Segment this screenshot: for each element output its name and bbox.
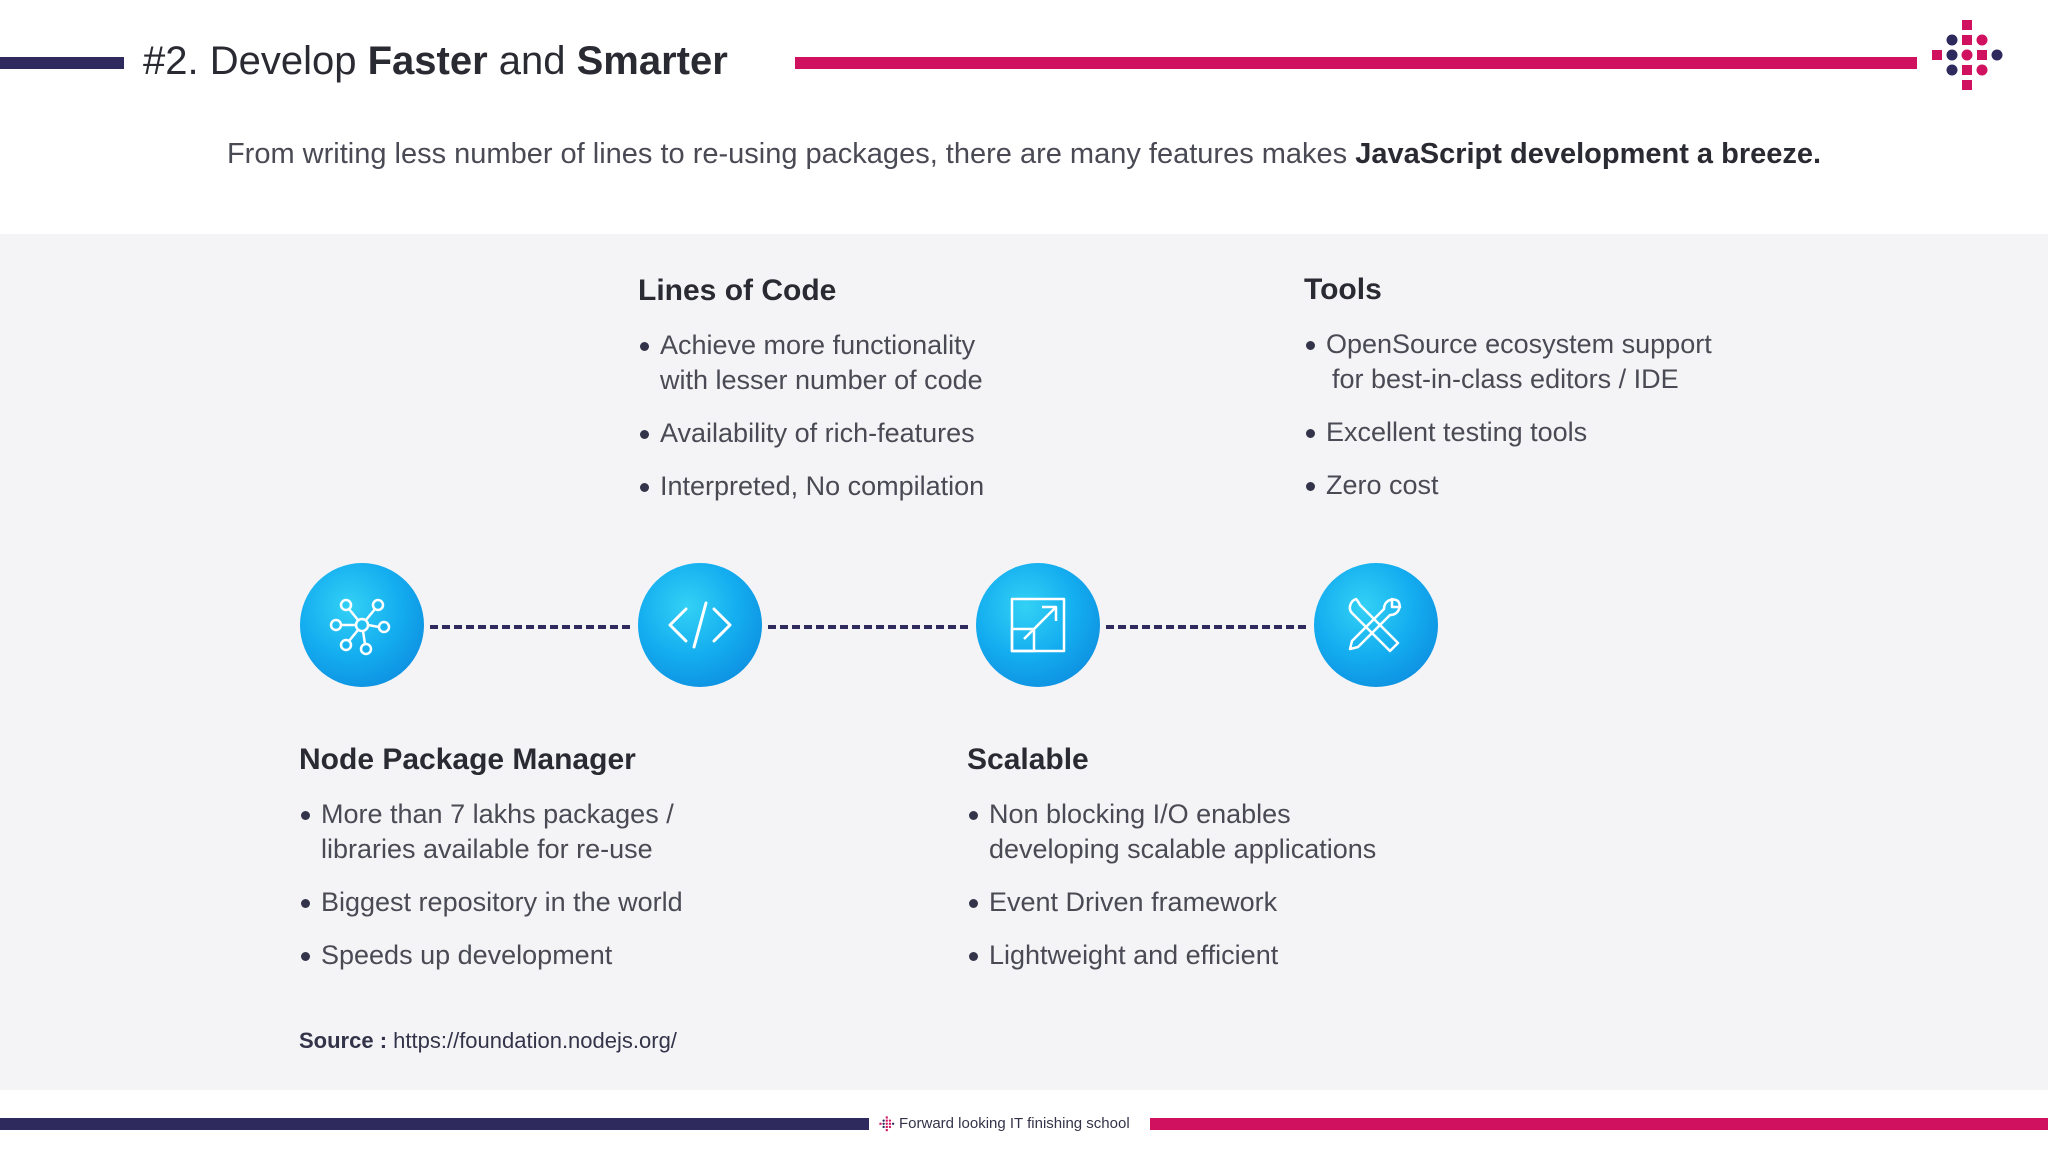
- code-circle: [638, 563, 762, 687]
- list-item: Availability of rich-features: [638, 416, 1198, 451]
- timeline-connector: [1106, 625, 1306, 629]
- list-item: Speeds up development: [299, 938, 859, 973]
- network-nodes-icon: [329, 598, 391, 656]
- header-left-bar: [0, 57, 124, 69]
- scalable-circle: [976, 563, 1100, 687]
- footer-tagline: Forward looking IT finishing school: [879, 1114, 1130, 1134]
- footer-text: Forward looking IT finishing school: [899, 1115, 1130, 1132]
- list-item: Excellent testing tools: [1304, 415, 1864, 450]
- list-item: Lightweight and efficient: [967, 938, 1527, 973]
- list-item: Event Driven framework: [967, 885, 1527, 920]
- dot-grid-logo-icon: [1932, 20, 2003, 90]
- source-citation: Source : https://foundation.nodejs.org/: [299, 1026, 677, 1056]
- page-title: #2. Develop Faster and Smarter: [143, 39, 728, 83]
- npm-title: Node Package Manager: [299, 743, 636, 776]
- list-item: Interpreted, No compilation: [638, 469, 1198, 504]
- dot-grid-logo-icon: [879, 1116, 895, 1132]
- header-right-bar: [795, 57, 1917, 69]
- list-item: More than 7 lakhs packages /libraries av…: [299, 797, 859, 867]
- code-brackets-icon: [668, 601, 732, 649]
- npm-block: Node Package Manager More than 7 lakhs p…: [299, 741, 859, 991]
- timeline-connector: [430, 625, 630, 629]
- list-item: Zero cost: [1304, 468, 1864, 503]
- source-label: Source :: [299, 1028, 388, 1053]
- scale-arrow-icon: [1010, 597, 1066, 653]
- lines-of-code-title: Lines of Code: [638, 274, 837, 307]
- lines-of-code-block: Lines of Code Achieve more functionality…: [638, 272, 1198, 522]
- npm-circle: [300, 563, 424, 687]
- list-item: Biggest repository in the world: [299, 885, 859, 920]
- footer-right-bar: [1150, 1118, 2048, 1130]
- tools-icon: [1348, 597, 1402, 653]
- timeline-connector: [768, 625, 968, 629]
- tools-circle: [1314, 563, 1438, 687]
- footer-left-bar: [0, 1118, 869, 1130]
- tools-title: Tools: [1304, 273, 1382, 306]
- scalable-title: Scalable: [967, 743, 1089, 776]
- source-link[interactable]: https://foundation.nodejs.org/: [393, 1028, 677, 1053]
- intro-text: From writing less number of lines to re-…: [226, 138, 1822, 170]
